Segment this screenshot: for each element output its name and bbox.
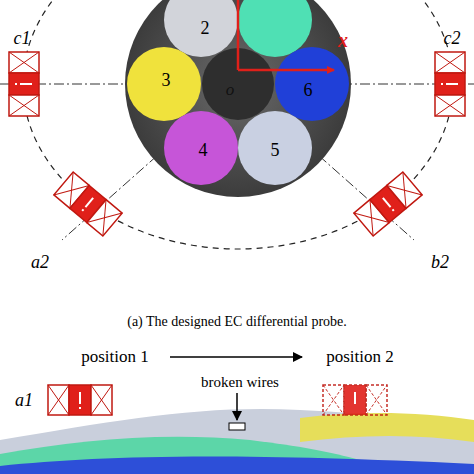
sub-caption: (a) The designed EC differential probe. [127, 314, 347, 330]
figure-label: c1 [14, 28, 31, 49]
wire-number: 6 [300, 78, 317, 103]
wire-number: 3 [158, 68, 175, 93]
figure-label: b2 [431, 252, 449, 273]
wire-number: 2 [197, 16, 214, 41]
wire-number: 4 [195, 138, 212, 163]
wire-index: 6 [304, 80, 313, 101]
wire-number: 5 [267, 138, 284, 163]
figure-label: a2 [31, 252, 49, 273]
figure-label: position 2 [326, 347, 394, 367]
figure-label: broken wires [201, 374, 279, 391]
figure-label: c2 [444, 28, 461, 49]
figure-label: a1 [15, 390, 33, 411]
figure-label: position 1 [81, 347, 149, 367]
wire-index: 4 [199, 140, 208, 161]
figure-label: x [338, 29, 348, 52]
wire-index: 5 [271, 140, 280, 161]
wire-index: 2 [201, 18, 210, 39]
wire-index: 3 [162, 70, 171, 91]
figure-label: o [226, 80, 235, 100]
